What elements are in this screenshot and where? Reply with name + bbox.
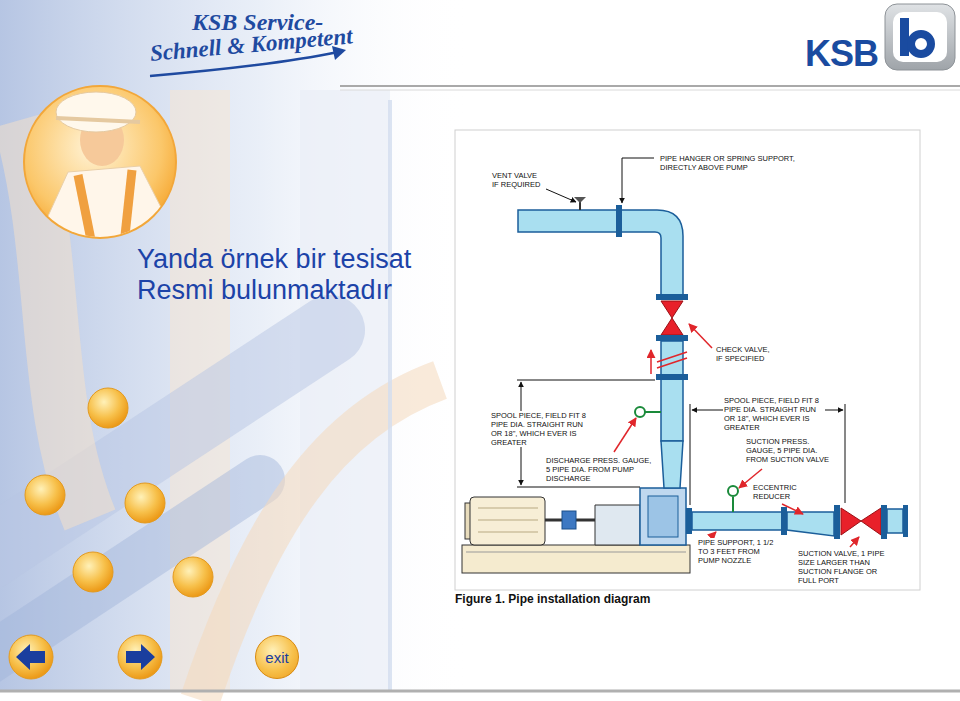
- suction-piping: [834, 505, 840, 539]
- discharge-piping: [518, 210, 683, 296]
- pressure-gauges: [635, 407, 645, 417]
- brand-logo-text: KSB: [805, 34, 878, 74]
- leader-arrows: [614, 418, 636, 452]
- suction-piping: [861, 508, 881, 535]
- pump-unit: [462, 488, 690, 573]
- worker-photo: [56, 118, 140, 122]
- worker-photo: [56, 92, 136, 132]
- callout-label: PIPE HANGER OR SPRING SUPPORT, DIRECTLY …: [659, 154, 801, 172]
- ksb-logo-mark: [885, 4, 955, 70]
- leader-arrows: [782, 504, 803, 514]
- nav-button: exit: [255, 635, 299, 679]
- callout-label: ECCENTRIC REDUCER: [752, 483, 804, 501]
- pump-unit: [462, 545, 690, 573]
- menu-buttons: [73, 552, 113, 592]
- callout-label: PIPE SUPPORT, 1 1/2 TO 3 FEET FROM PUMP …: [697, 538, 779, 565]
- discharge-piping: [661, 441, 683, 488]
- nav-arrows: [118, 635, 162, 679]
- callout-label: SUCTION PRESS. GAUGE, 5 PIPE DIA. FROM S…: [745, 437, 839, 464]
- header-rules: [0, 690, 960, 693]
- dimension-lines: [622, 158, 623, 203]
- suction-piping: [686, 508, 692, 534]
- menu-buttons: [25, 475, 65, 515]
- header-rules: [0, 86, 960, 691]
- pump-unit: [478, 508, 538, 509]
- callout-label: CHECK VALVE, IF SPECIFIED: [715, 345, 777, 363]
- dimension-lines: [517, 487, 640, 488]
- pump-unit: [478, 520, 538, 521]
- pump-unit: [478, 532, 538, 533]
- leader-arrows: [850, 537, 859, 547]
- suction-piping: [841, 508, 861, 535]
- leader-arrows: [712, 532, 716, 536]
- callout-label: DISCHARGE PRESS. GAUGE, 5 PIPE DIA. FROM…: [545, 456, 657, 483]
- pressure-gauges: [728, 486, 738, 496]
- worker-photo: [124, 170, 132, 245]
- discharge-piping: [616, 205, 622, 237]
- diagram-panel: [455, 130, 920, 590]
- pump-unit: [562, 511, 576, 529]
- button-label: exit: [265, 649, 288, 666]
- discharge-piping: [656, 374, 688, 380]
- discharge-piping: [661, 341, 683, 441]
- discharge-piping: [661, 318, 683, 335]
- ksb-logo-mark: [885, 4, 955, 70]
- menu-buttons: [25, 388, 213, 597]
- worker-photo: [24, 86, 180, 245]
- pump-unit: [648, 496, 678, 537]
- slide-title: Yanda örnek bir tesisat Resmi bulunmakta…: [137, 244, 437, 306]
- pump-unit: [470, 497, 545, 545]
- header-rules: [340, 90, 960, 91]
- dimension-lines: [622, 158, 654, 159]
- menu-buttons: [125, 483, 165, 523]
- suction-piping: [903, 505, 908, 537]
- nav-arrows: [16, 644, 45, 670]
- header-rules: [340, 85, 960, 87]
- background-collage: [0, 0, 470, 700]
- nav-arrows: [9, 635, 162, 679]
- suction-piping: [686, 505, 908, 539]
- pump-unit: [595, 505, 640, 545]
- discharge-piping: [657, 358, 687, 368]
- ksb-logo-mark: [900, 18, 909, 56]
- callout-label: SPOOL PIECE, FIELD FIT 8 PIPE DIA. STRAI…: [490, 411, 592, 447]
- pump-unit: [466, 552, 686, 553]
- worker-photo: [35, 92, 180, 245]
- worker-photo: [78, 175, 92, 245]
- suction-piping: [787, 512, 834, 536]
- pressure-gauges: [645, 411, 661, 413]
- leader-arrows: [650, 350, 652, 374]
- leader-arrows: [546, 189, 576, 202]
- discharge-piping: [657, 352, 687, 362]
- callout-label: VENT VALVE IF REQUIRED: [491, 171, 545, 189]
- diagram-panel: [455, 130, 920, 590]
- leader-arrows: [689, 324, 712, 348]
- nav-arrows: [9, 635, 53, 679]
- pump-unit: [640, 488, 686, 545]
- menu-buttons: [173, 557, 213, 597]
- ksb-logo-mark: [911, 34, 931, 54]
- callout-label: SPOOL PIECE, FIELD FIT 8 PIPE DIA. STRAI…: [723, 396, 825, 432]
- leader-arrows: [546, 189, 859, 547]
- callout-label: SUCTION VALVE, 1 PIPE SIZE LARGER THAN S…: [797, 549, 897, 585]
- suction-piping: [781, 507, 787, 535]
- discharge-piping: [656, 335, 688, 341]
- figure-caption: Figure 1. Pipe installation diagram: [455, 592, 650, 606]
- background-collage: [388, 100, 392, 690]
- discharge-piping: [656, 294, 688, 300]
- ksb-logo-mark: [893, 12, 947, 62]
- dimension-lines: [517, 158, 845, 505]
- menu-buttons: [88, 388, 128, 428]
- suction-piping: [692, 512, 783, 530]
- suction-piping: [887, 509, 903, 533]
- dimension-lines: [517, 380, 655, 381]
- background-collage: [200, 380, 440, 700]
- pressure-gauges: [732, 497, 734, 512]
- nav-arrows: [126, 644, 155, 670]
- dimension-lines: [845, 404, 846, 503]
- discharge-piping: [661, 301, 683, 318]
- worker-photo: [35, 166, 180, 245]
- suction-piping: [881, 505, 887, 539]
- dimension-lines: [690, 404, 691, 505]
